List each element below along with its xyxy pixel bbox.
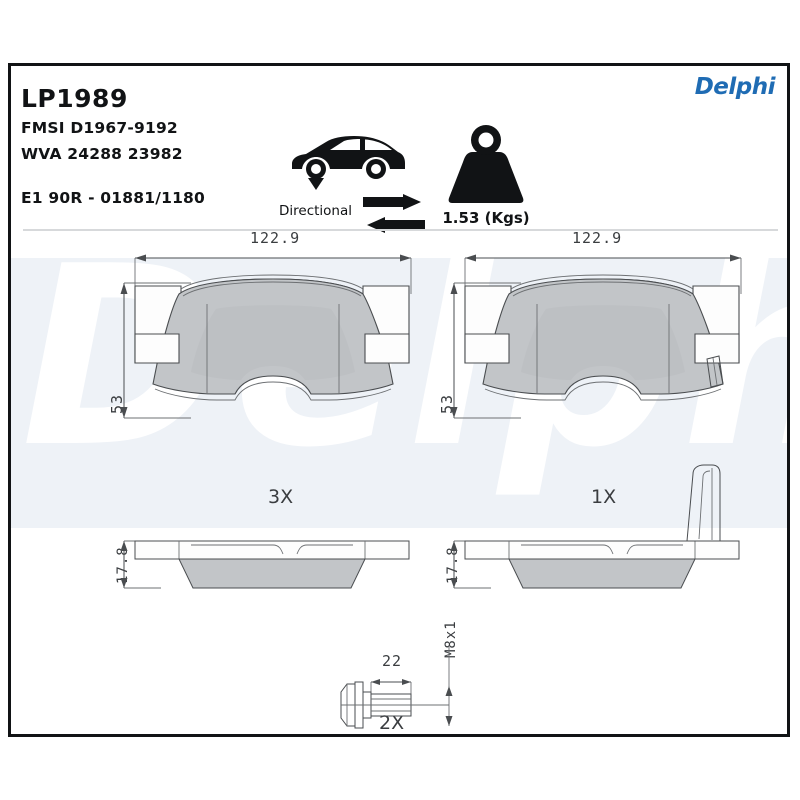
delphi-logo: Delphi: [694, 74, 776, 100]
weight-kettlebell-icon: [443, 124, 529, 204]
pad-right-width-label: 122.9: [572, 229, 623, 247]
fmsi-code: FMSI D1967-9192: [21, 119, 178, 137]
car-side-icon: [286, 128, 406, 190]
pad-left-width-label: 122.9: [250, 229, 301, 247]
directional-label: Directional: [279, 203, 353, 219]
approval-code: E1 90R - 01881/1180: [21, 189, 206, 207]
pad-left-quantity: 3X: [268, 486, 294, 508]
spec-sheet-frame: Delphi LP1989 FMSI D1967-9192 WVA 24288 …: [8, 63, 790, 737]
technical-drawing: 122.9 53 3X 17.8: [11, 229, 787, 734]
wear-sensor-tab: [706, 355, 724, 388]
wva-code: WVA 24288 23982: [21, 145, 183, 163]
header-separator: [23, 229, 778, 231]
pad-right-quantity: 1X: [591, 486, 617, 508]
weight-value: 1.53 (Kgs): [442, 209, 530, 227]
header: LP1989 FMSI D1967-9192 WVA 24288 23982 E…: [11, 66, 787, 233]
bolt-length-label: 22: [382, 652, 403, 670]
part-number: LP1989: [21, 84, 128, 113]
bolt-quantity: 2X: [379, 712, 405, 734]
wear-sensor-clip-side: [686, 464, 721, 542]
